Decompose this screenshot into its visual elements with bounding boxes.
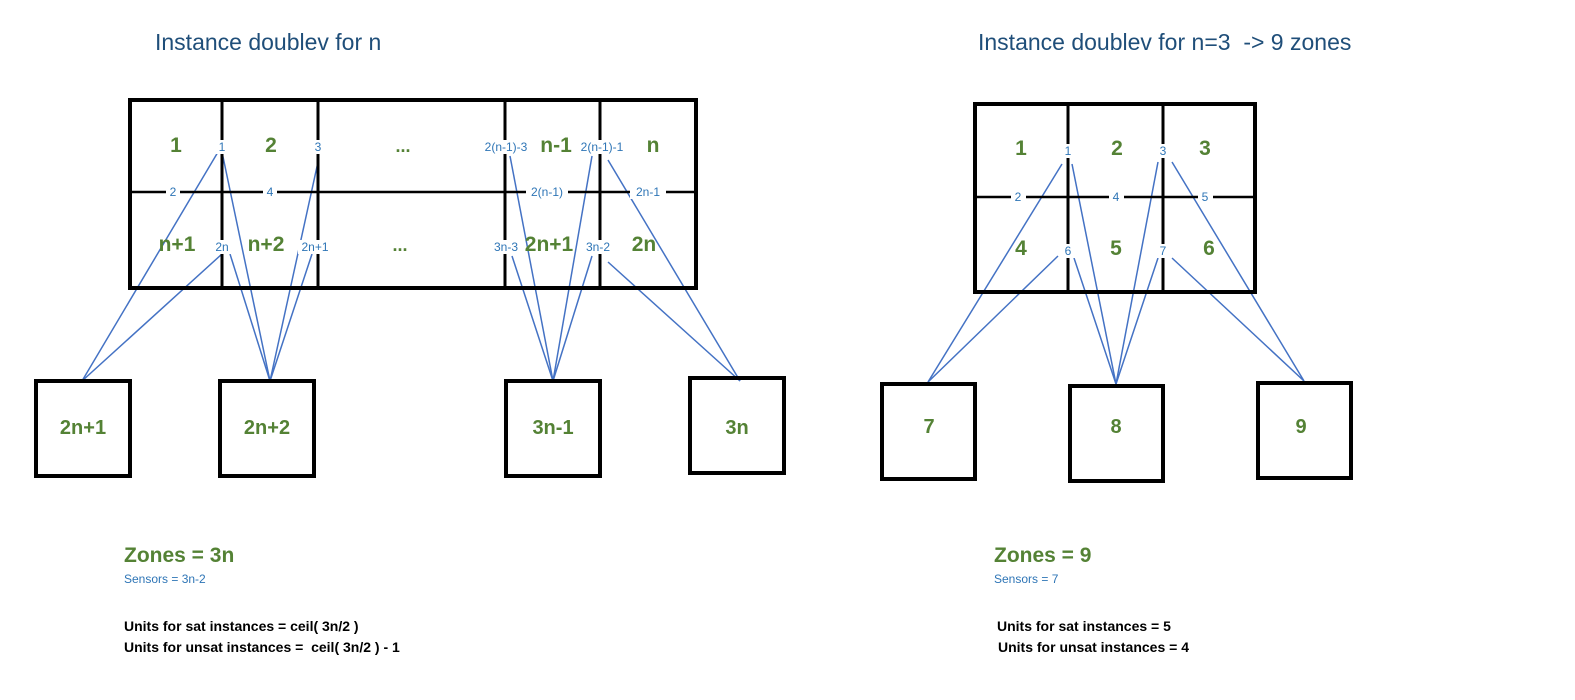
- connector: [552, 255, 593, 382]
- unit-label: 9: [1295, 416, 1306, 438]
- sensor-label: 2n: [215, 240, 228, 254]
- unit-box: [880, 382, 977, 481]
- left-grid-border: [128, 98, 698, 290]
- connector: [1171, 161, 1305, 382]
- unit-label: 3n: [725, 417, 748, 439]
- sensor-label: 2(n-1): [531, 185, 563, 199]
- zone-label: n+2: [248, 233, 285, 256]
- unit-box: [504, 379, 602, 478]
- connector: [81, 253, 223, 382]
- connector: [221, 151, 271, 382]
- sensors-formula: Sensors = 7: [994, 572, 1059, 586]
- units-unsat: Units for unsat instances = 4: [998, 639, 1189, 655]
- connector: [229, 253, 271, 382]
- unit-label: 8: [1110, 416, 1121, 438]
- zone-label: ...: [395, 136, 410, 156]
- unit-label: 2n+2: [244, 417, 290, 439]
- left-zone-grid: [128, 98, 698, 290]
- zone-label: 4: [1015, 237, 1027, 260]
- left-sensor-labels: 1 3 2(n-1)-3 2(n-1)-1 2 4 2(n-1) 2n-1 2n…: [166, 140, 666, 254]
- zone-label: 2n: [632, 233, 657, 256]
- connector: [552, 155, 593, 382]
- sensor-label: 3: [1160, 144, 1167, 158]
- left-title: Instance doublev for n: [155, 29, 381, 55]
- unit-label: 7: [923, 416, 934, 438]
- left-zone-labels: 1 2 ... n-1 n n+1 n+2 ... 2n+1 2n: [159, 134, 660, 256]
- sensor-label: 3n-2: [586, 240, 610, 254]
- units-unsat: Units for unsat instances = ceil( 3n/2 )…: [124, 639, 400, 655]
- connector: [81, 151, 219, 382]
- sensor-label: 5: [1202, 190, 1209, 204]
- right-title: Instance doublev for n=3 -> 9 zones: [978, 29, 1351, 55]
- sensor-label: 7: [1160, 244, 1167, 258]
- right-formulas: Zones = 9 Sensors = 7 Units for sat inst…: [994, 544, 1189, 655]
- zones-formula: Zones = 3n: [124, 544, 234, 567]
- right-diagram: Instance doublev for n=3 -> 9 zones 1 2 …: [880, 29, 1353, 655]
- zone-label: 2: [265, 134, 277, 157]
- connector: [927, 255, 1059, 383]
- sensor-label: 2n+1: [301, 240, 328, 254]
- connector: [1115, 161, 1159, 385]
- zone-label: 2: [1111, 137, 1123, 160]
- unit-box: [688, 376, 786, 475]
- connector: [1071, 163, 1117, 385]
- sensor-label: 6: [1065, 244, 1072, 258]
- sensor-label: 1: [219, 140, 226, 154]
- connector: [1073, 257, 1117, 385]
- zone-label: 3: [1199, 137, 1211, 160]
- sensor-label: 4: [1113, 190, 1120, 204]
- connector: [1171, 257, 1305, 382]
- connector: [269, 161, 319, 382]
- unit-box: [34, 379, 132, 478]
- units-sat: Units for sat instances = 5: [997, 618, 1171, 634]
- connector: [927, 163, 1063, 383]
- right-sensor-labels: 1 3 2 4 5 6 7: [1011, 144, 1213, 258]
- zone-label: n: [647, 134, 660, 157]
- unit-box: [1256, 381, 1353, 480]
- connector: [511, 255, 554, 382]
- zone-label: n-1: [540, 134, 572, 157]
- zone-label: 1: [1015, 137, 1027, 160]
- sensor-label: 2(n-1)-3: [485, 140, 528, 154]
- left-diagram: Instance doublev for n 1: [34, 29, 786, 655]
- zone-label: 5: [1110, 237, 1122, 260]
- sensor-label: 3: [315, 140, 322, 154]
- units-sat: Units for sat instances = ceil( 3n/2 ): [124, 618, 359, 634]
- unit-box: [1068, 384, 1165, 483]
- connector: [269, 253, 313, 382]
- sensor-label: 2: [170, 185, 177, 199]
- left-units: 2n+1 2n+2 3n-1 3n: [34, 376, 786, 478]
- left-formulas: Zones = 3n Sensors = 3n-2 Units for sat …: [124, 544, 400, 655]
- sensor-label: 4: [267, 185, 274, 199]
- sensor-label: 2(n-1)-1: [581, 140, 624, 154]
- zone-label: 6: [1203, 237, 1215, 260]
- zone-label: ...: [392, 235, 407, 255]
- unit-box: [218, 379, 316, 478]
- sensor-label: 1: [1065, 144, 1072, 158]
- zone-label: 1: [170, 134, 182, 157]
- zone-label: n+1: [159, 233, 196, 256]
- connector: [1115, 257, 1159, 385]
- right-units: 7 8 9: [880, 381, 1353, 483]
- zone-label: 2n+1: [525, 233, 574, 256]
- sensors-formula: Sensors = 3n-2: [124, 572, 206, 586]
- connector: [607, 261, 741, 382]
- zones-formula: Zones = 9: [994, 544, 1091, 567]
- unit-label: 2n+1: [60, 417, 106, 439]
- right-zone-labels: 1 2 3 4 5 6: [1015, 137, 1215, 260]
- sensor-label: 3n-3: [494, 240, 518, 254]
- sensor-label: 2: [1015, 190, 1022, 204]
- right-connectors: [927, 161, 1305, 385]
- sensor-label: 2n-1: [636, 185, 660, 199]
- unit-label: 3n-1: [532, 417, 573, 439]
- connector: [509, 155, 554, 382]
